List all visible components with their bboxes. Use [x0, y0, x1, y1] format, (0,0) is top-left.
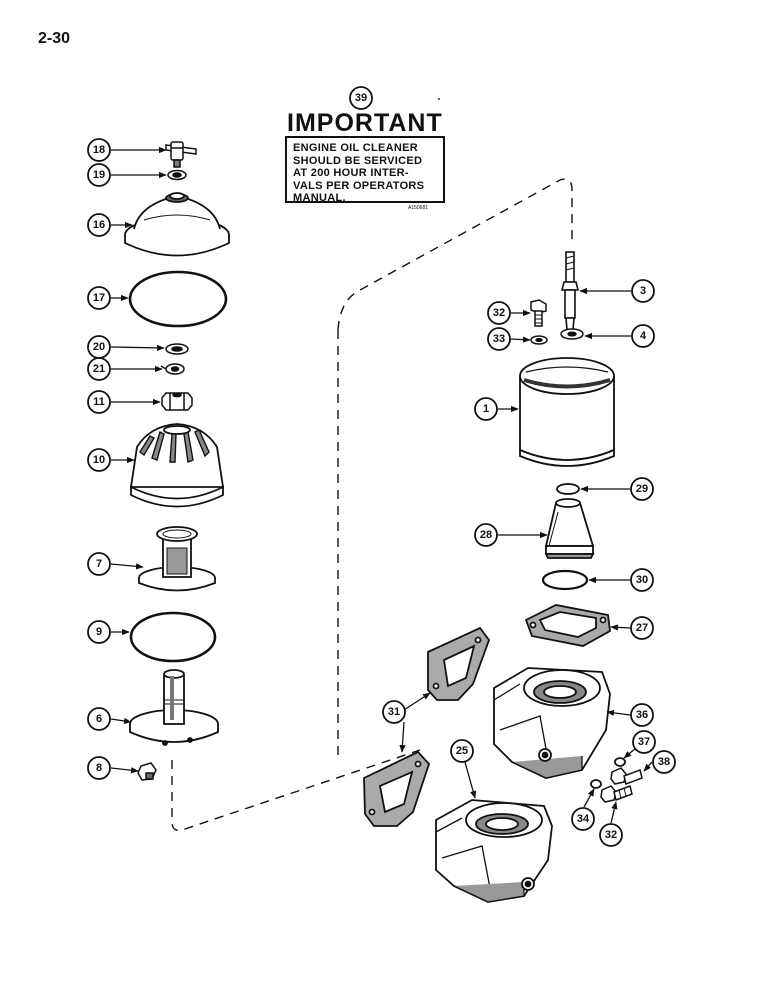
decal-title: IMPORTANT — [287, 109, 443, 137]
callout-39: 39 — [355, 92, 367, 104]
part-34-washer — [590, 779, 602, 789]
callout-33: 33 — [493, 333, 505, 345]
callout-4: 4 — [640, 330, 647, 342]
callout-8: 8 — [96, 762, 102, 774]
callout-9: 9 — [96, 626, 102, 638]
callout-32-lower: 32 — [605, 829, 617, 841]
part-16-cover — [124, 192, 230, 257]
part-33-washer — [530, 335, 548, 345]
callout-38: 38 — [658, 756, 670, 768]
part-19-washer — [167, 169, 187, 181]
part-6-base — [129, 669, 219, 746]
part-1-bowl — [519, 357, 615, 467]
callout-32-upper: 32 — [493, 307, 505, 319]
callout-7: 7 — [96, 558, 102, 570]
callout-10: 10 — [93, 454, 105, 466]
part-10-rotor — [129, 423, 225, 508]
part-7-strainer — [138, 526, 216, 592]
part-18-wing-screw — [165, 141, 197, 168]
part-37-ring — [614, 757, 626, 767]
callout-28: 28 — [480, 529, 492, 541]
callout-18: 18 — [93, 144, 105, 156]
part-4-washer — [560, 328, 584, 340]
decal-line: MANUAL. — [293, 192, 346, 204]
decal-line: AT 200 HOUR INTER- — [293, 167, 409, 179]
leader-lines — [110, 98, 653, 824]
part-20-washer — [165, 343, 189, 355]
page-number: 2-30 — [38, 30, 71, 47]
decal-box: ENGINE OIL CLEANER SHOULD BE SERVICED AT… — [285, 136, 445, 204]
callout-3: 3 — [640, 285, 646, 297]
decal-line: SHOULD BE SERVICED — [293, 154, 423, 167]
part-9-o-ring — [129, 611, 217, 663]
callout-36: 36 — [636, 709, 648, 721]
part-32-bolt-lower — [600, 785, 633, 803]
callout-17: 17 — [93, 292, 105, 304]
part-17-o-ring — [128, 270, 228, 328]
part-25-housing — [435, 799, 553, 903]
callout-34: 34 — [577, 813, 590, 825]
callout-11: 11 — [93, 396, 105, 408]
part-30-ring — [541, 569, 589, 591]
part-11-nut — [161, 392, 193, 411]
decal-code: A150681 — [408, 205, 429, 211]
callout-25: 25 — [456, 745, 468, 757]
callout-19: 19 — [93, 169, 105, 181]
callout-1: 1 — [483, 403, 489, 415]
decal-line: VALS PER OPERATORS — [293, 179, 425, 192]
callout-6: 6 — [96, 713, 102, 725]
part-29-ring — [556, 483, 580, 495]
callout-16: 16 — [93, 219, 105, 231]
callout-31: 31 — [388, 706, 400, 718]
part-38-fitting — [610, 767, 643, 785]
part-28-cone — [544, 498, 595, 559]
part-21-lock-washer — [160, 363, 185, 375]
part-36-housing — [493, 667, 611, 779]
part-31-gasket-lower — [363, 750, 431, 827]
part-27-gasket — [524, 604, 611, 647]
part-8-plug — [137, 762, 157, 781]
part-3-stud — [560, 251, 580, 331]
part-32-bolt-upper — [530, 299, 547, 327]
decal-line: ENGINE OIL CLEANER — [293, 142, 418, 154]
callout-27: 27 — [636, 622, 648, 634]
callout-21: 21 — [93, 363, 105, 375]
assembly-dashed-line — [171, 178, 573, 832]
callout-37: 37 — [638, 736, 650, 748]
callout-29: 29 — [636, 483, 648, 495]
callout-30: 30 — [636, 574, 648, 586]
part-31-gasket-upper — [427, 626, 491, 701]
callout-20: 20 — [93, 341, 105, 353]
